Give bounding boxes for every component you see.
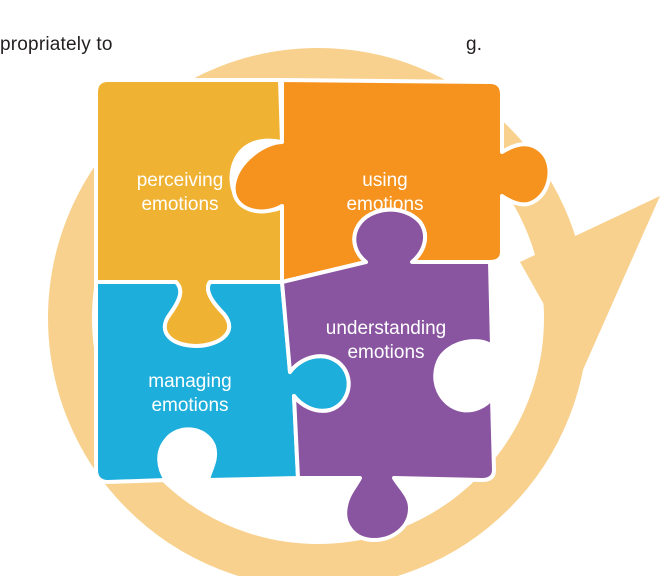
puzzle-piece-understanding xyxy=(280,207,496,542)
circular-arrow-ring xyxy=(48,48,660,576)
label-using-line1: using xyxy=(362,170,407,191)
label-understanding-line1: understanding xyxy=(326,318,446,339)
label-perceiving-line2: emotions xyxy=(141,194,218,215)
label-managing-line1: managing xyxy=(148,371,231,392)
header-partial-text-tail: g. xyxy=(466,34,482,56)
header-text-end: g. xyxy=(466,34,483,55)
label-understanding-line2: emotions xyxy=(347,342,424,363)
label-managing-line2: emotions xyxy=(151,395,228,416)
ring-tail-pointer xyxy=(520,196,660,372)
puzzle-labels: perceiving emotions using emotions manag… xyxy=(137,170,447,416)
header-text-start: propriately to xyxy=(0,34,113,55)
puzzle-pieces xyxy=(94,78,552,542)
header-partial-text: propriately to xyxy=(0,34,113,56)
label-using-line2: emotions xyxy=(346,194,423,215)
label-perceiving-line1: perceiving xyxy=(137,170,224,191)
